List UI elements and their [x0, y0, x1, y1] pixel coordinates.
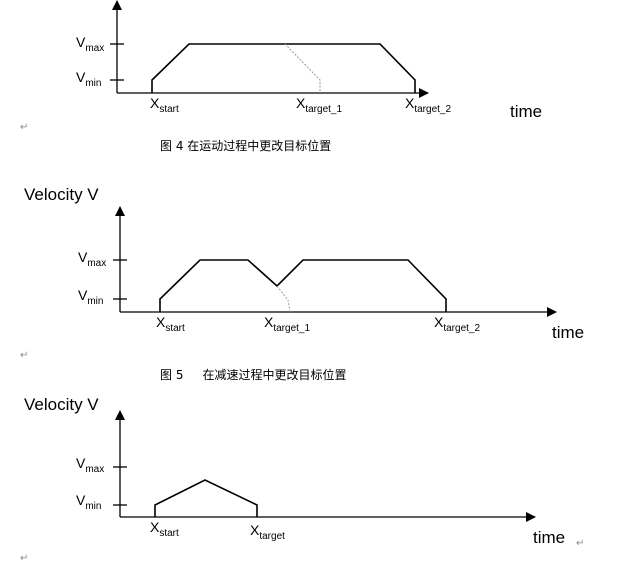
xtarget2-label: Xtarget_2: [434, 314, 480, 334]
figure-5-caption: 图 5 在减速过程中更改目标位置: [160, 367, 347, 382]
figure-6-diagram: Velocity V Vmax Vmin Xstart Xtarget time…: [24, 395, 584, 549]
time-label: time: [510, 102, 542, 121]
velocity-profile-target-1: [276, 285, 291, 313]
paragraph-mark: ↵: [20, 350, 28, 361]
vmax-label: Vmax: [76, 34, 104, 54]
xtarget1-label: Xtarget_1: [264, 314, 310, 334]
vmax-label: Vmax: [76, 455, 104, 475]
paragraph-mark: ↵: [20, 122, 28, 133]
figure-5-diagram: Velocity V Vmax Vmin Xstart Xtarget_1 Xt…: [24, 185, 584, 342]
paragraph-mark: ↵: [20, 553, 28, 563]
time-label: time: [533, 528, 565, 547]
figure-4-caption: 图 4 在运动过程中更改目标位置: [160, 138, 331, 153]
time-label: time: [552, 323, 584, 342]
xtarget1-label: Xtarget_1: [296, 95, 342, 115]
xstart-label: Xstart: [156, 314, 185, 334]
velocity-axis-title: Velocity V: [24, 185, 99, 204]
velocity-axis-title: Velocity V: [24, 395, 99, 414]
xtarget-label: Xtarget: [250, 522, 285, 542]
velocity-profile-target-2: [159, 259, 447, 312]
velocity-profile: [154, 479, 258, 517]
paragraph-mark: ↵: [576, 538, 584, 549]
vmax-label: Vmax: [78, 249, 106, 269]
vmin-label: Vmin: [76, 69, 101, 89]
vmin-label: Vmin: [76, 492, 101, 512]
xtarget2-label: Xtarget_2: [405, 95, 451, 115]
velocity-profile-target-2: [151, 43, 416, 93]
vmin-label: Vmin: [78, 287, 103, 307]
velocity-profile-target-1: [284, 43, 321, 93]
xstart-label: Xstart: [150, 95, 179, 115]
xstart-label: Xstart: [150, 519, 179, 539]
figure-4-diagram: Vmax Vmin Xstart Xtarget_1 Xtarget_2 tim…: [76, 0, 542, 121]
